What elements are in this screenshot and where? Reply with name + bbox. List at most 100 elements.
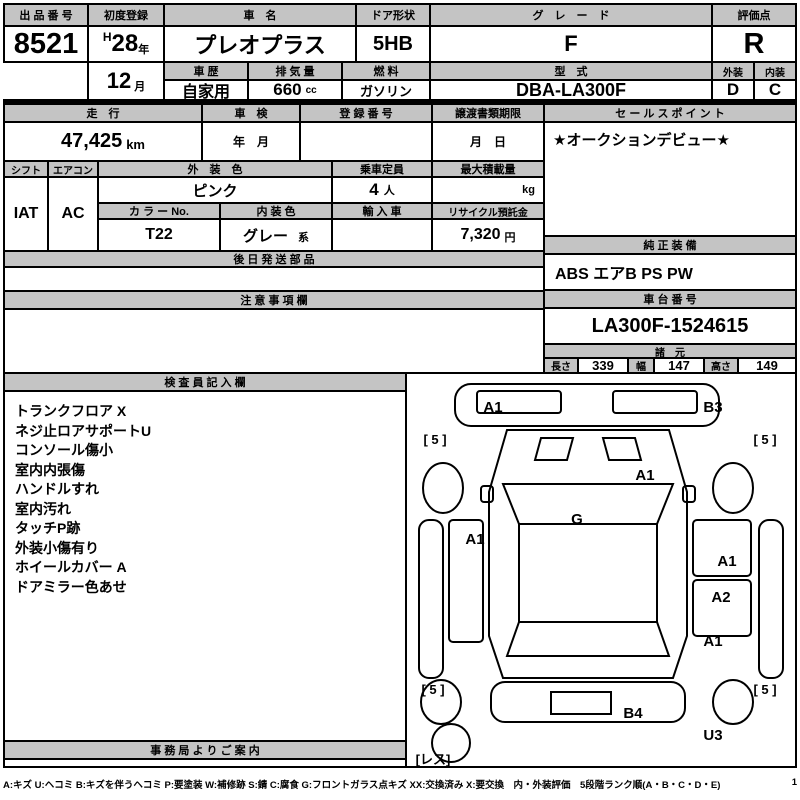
inspector-note: トランクフロア X <box>15 403 127 419</box>
legend-text: A:キズ U:ヘコミ B:キズを伴うヘコミ P:要塗装 W:補修跡 S:錆 C:… <box>3 780 721 791</box>
section-divider <box>3 99 797 105</box>
caution-header: 注 意 事 項 欄 <box>3 290 545 310</box>
first-registration-month: 12 月 <box>87 61 165 101</box>
damage-mark: A1 <box>717 553 736 570</box>
color-number-value: T22 <box>97 218 221 252</box>
capacity-number: 4 <box>369 180 379 199</box>
history-value: 自家用 <box>163 79 249 101</box>
inspector-note: ホイールカバー A <box>15 559 127 575</box>
inspector-note: タッチP跡 <box>15 520 81 536</box>
month-number: 12 <box>106 68 132 93</box>
fuel-header: 燃 料 <box>341 61 431 81</box>
chassis-number-value: LA300F-1524615 <box>543 307 797 345</box>
lot-number-value: 8521 <box>3 25 89 63</box>
transfer-deadline-value: 月 日 <box>431 121 545 162</box>
interior-color-suffix: 系 <box>298 232 309 244</box>
era-letter: H <box>102 30 112 44</box>
damage-mark: A2 <box>711 589 730 606</box>
recycle-deposit-value: 7,320 円 <box>431 218 545 252</box>
transfer-deadline-header: 譲渡書類期限 <box>431 103 545 123</box>
inspector-note: 外装小傷有り <box>15 539 99 556</box>
damage-mark: G <box>571 511 583 528</box>
displacement-value: 660 cc <box>247 79 343 101</box>
mileage-number: 47,425 <box>61 130 123 152</box>
interior-header: 内装 <box>753 61 797 81</box>
later-parts-value <box>3 266 545 292</box>
sales-point-value: ★オークションデビュー★ <box>543 121 797 237</box>
capacity-unit: 人 <box>383 185 395 197</box>
aircon-value: AC <box>47 176 99 252</box>
mileage-value: 47,425 km <box>3 121 203 162</box>
mileage-unit: km <box>126 137 145 152</box>
office-info-value <box>3 758 407 768</box>
inspection-value: 年 月 <box>201 121 301 162</box>
recycle-amount: 7,320 <box>460 226 501 243</box>
car-outline <box>418 383 784 763</box>
genuine-equipment-value: ABS エアB PS PW <box>543 253 797 291</box>
inspector-header: 検 査 員 記 入 欄 <box>3 372 407 392</box>
footer-legend: A:キズ U:ヘコミ B:キズを伴うヘコミ P:要塗装 W:補修跡 S:錆 C:… <box>3 777 797 791</box>
damage-mark: [ 5 ] <box>421 682 444 697</box>
damage-mark: B3 <box>703 399 722 416</box>
inspector-note: コンソール傷小 <box>15 442 113 458</box>
max-load-value: kg <box>431 176 545 204</box>
damage-mark: [レス] <box>416 752 451 766</box>
mileage-header: 走 行 <box>3 103 203 123</box>
page-number: 1 <box>791 777 797 788</box>
damage-mark: A1 <box>703 633 722 650</box>
month-unit: 月 <box>134 81 146 93</box>
damage-mark: B4 <box>623 705 643 722</box>
door-shape-value: 5HB <box>355 25 431 63</box>
inspection-header: 車 検 <box>201 103 301 123</box>
inspector-panel: トランクフロア X ネジ止ロアサポートU コンソール傷小室内内張傷ハンドルすれ室内汚… <box>3 390 407 742</box>
model-code-value: DBA-LA300F <box>429 79 713 101</box>
damage-mark: U3 <box>703 727 722 744</box>
interior-color-name: グレー <box>242 227 288 245</box>
first-registration-header: 初度登録 <box>87 3 165 27</box>
damage-mark: [ 5 ] <box>753 682 776 697</box>
shift-value: IAT <box>3 176 49 252</box>
first-registration-year: H 28 年 <box>87 25 165 63</box>
inspector-notes-list: トランクフロア X ネジ止ロアサポートU コンソール傷小室内内張傷ハンドルすれ室内汚… <box>13 396 153 603</box>
capacity-value: 4 人 <box>331 176 433 204</box>
car-name-header: 車 名 <box>163 3 357 27</box>
caution-value <box>3 308 545 374</box>
year-unit: 年 <box>138 44 150 56</box>
year-number: 28 <box>111 30 139 57</box>
interior-color-value: グレー 系 <box>219 218 333 252</box>
genuine-equipment-header: 純 正 装 備 <box>543 235 797 255</box>
exterior-color-value: ピンク <box>97 176 333 204</box>
grade-value: F <box>429 25 713 63</box>
damage-mark: A1 <box>483 399 502 416</box>
damage-mark: [ 5 ] <box>753 432 776 447</box>
registration-number-header: 登 録 番 号 <box>299 103 433 123</box>
damage-mark: A1 <box>635 467 654 484</box>
damage-mark: [ 5 ] <box>423 432 446 447</box>
exterior-header: 外装 <box>711 61 755 81</box>
score-value: R <box>711 25 797 63</box>
model-code-header: 型 式 <box>429 61 713 81</box>
recycle-unit: 円 <box>504 232 516 244</box>
score-header: 評価点 <box>711 3 797 27</box>
office-info-header: 事 務 局 よ り ご 案 内 <box>3 740 407 760</box>
inspector-note: ネジ止ロアサポートU <box>15 422 152 439</box>
lot-number-header: 出 品 番 号 <box>3 3 89 27</box>
inspector-note: 室内内張傷 <box>15 461 85 478</box>
chassis-number-header: 車 台 番 号 <box>543 289 797 309</box>
fuel-value: ガソリン <box>341 79 431 101</box>
inspector-note: 室内汚れ <box>15 500 71 517</box>
displacement-unit: cc <box>305 85 317 96</box>
sales-point-header: セ ー ル ス ポ イ ン ト <box>543 103 797 123</box>
interior-score-value: C <box>753 79 797 101</box>
displacement-header: 排 気 量 <box>247 61 343 81</box>
max-load-header: 最大積載量 <box>431 160 545 178</box>
damage-mark: A1 <box>465 531 484 548</box>
grade-header: グ レ ー ド <box>429 3 713 27</box>
history-header: 車 歴 <box>163 61 249 81</box>
import-car-value <box>331 218 433 252</box>
inspector-note: ハンドルすれ <box>15 481 99 497</box>
